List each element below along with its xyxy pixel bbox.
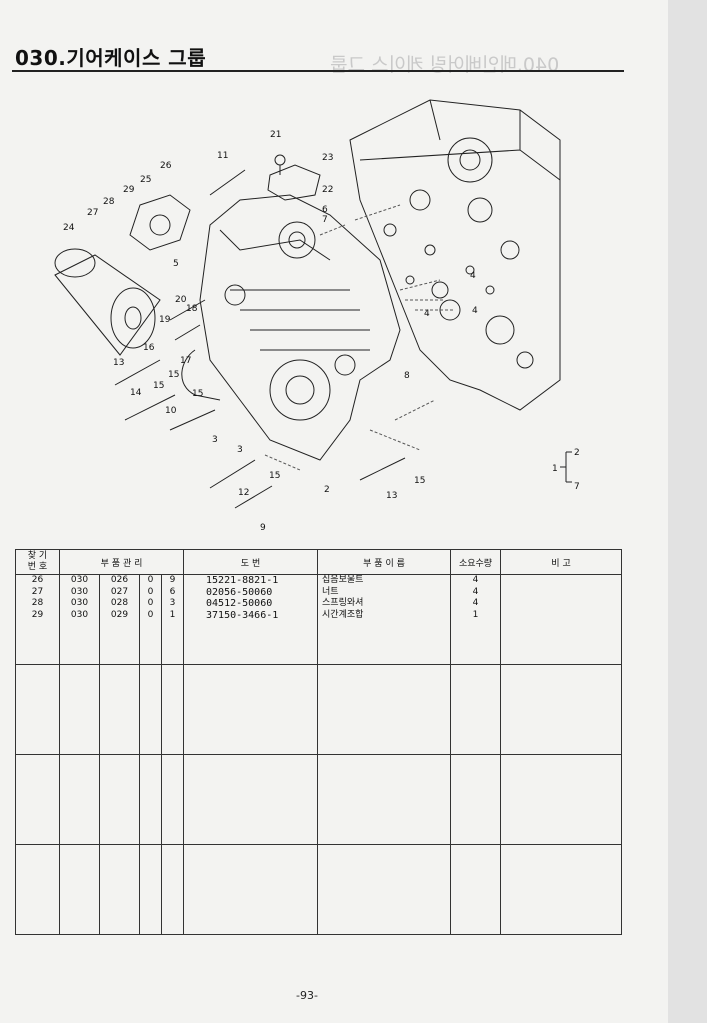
row-28-no: 28 [31, 598, 44, 608]
callout-1: 1 [552, 464, 558, 474]
row-26-c2: 026 [110, 575, 129, 585]
row-26-c1: 030 [70, 575, 89, 585]
row-29-no: 29 [31, 609, 44, 620]
table-row: 26 27 28 29 030 030 030 030 026 027 028 … [15, 574, 623, 665]
row-29-c4: 1 [169, 609, 176, 620]
header-remarks: 비 고 [500, 549, 623, 575]
callout-12: 12 [238, 488, 249, 498]
header-part-name: 부 품 이 름 [317, 549, 452, 575]
row-26-c3: 0 [147, 575, 154, 585]
row-29-part-no: 37150-3466-1 [206, 609, 279, 621]
callout-4b: 4 [424, 309, 430, 319]
page-edge-strip [668, 0, 707, 1023]
row-28-c4: 3 [169, 598, 176, 608]
row-27-c1: 030 [70, 586, 89, 597]
page-title: 030.기어케이스 그룹 [15, 46, 207, 70]
table-row-empty [15, 754, 623, 845]
row-29-c1: 030 [70, 609, 89, 620]
callout-23: 23 [322, 153, 333, 163]
callout-22: 22 [322, 185, 333, 195]
callout-15e: 15 [414, 476, 425, 486]
callout-2-range: 2 [574, 448, 580, 458]
governor-cover [129, 194, 191, 251]
callout-5: 5 [173, 259, 179, 269]
callout-15c: 15 [192, 389, 203, 399]
callout-13a: 13 [113, 358, 124, 368]
callout-24: 24 [63, 223, 75, 233]
gear-case [199, 194, 401, 461]
row-29-c3: 0 [147, 609, 154, 620]
table-row-empty [15, 844, 623, 935]
row-28-name: 스프링와셔 [322, 598, 364, 608]
callout-20: 20 [175, 295, 187, 305]
header-parts-mgmt: 부 품 관 리 [58, 549, 185, 575]
row-27-qty: 4 [472, 586, 479, 597]
callout-19: 19 [159, 315, 171, 325]
bleed-through-title: 040.메인베어링 케이스 그룹 [330, 54, 560, 76]
row-27-c3: 0 [147, 586, 154, 597]
callout-8: 8 [404, 371, 410, 381]
callout-3a: 3 [212, 435, 218, 445]
row-29-qty: 1 [472, 609, 479, 620]
callout-27: 27 [87, 208, 98, 218]
row-27-no: 27 [31, 586, 44, 597]
row-26-qty: 4 [472, 575, 479, 585]
callout-29: 29 [123, 185, 135, 195]
row-remarks [500, 574, 623, 665]
row-29-name: 시간계조합 [322, 609, 364, 620]
row-26-c4: 9 [169, 575, 176, 585]
callout-11: 11 [217, 151, 228, 161]
callout-18: 18 [186, 304, 198, 314]
row-26-part-no: 15221-8821-1 [206, 575, 279, 586]
callout-21: 21 [270, 130, 281, 140]
row-28-c2: 028 [110, 598, 129, 608]
row-29-c2: 029 [110, 609, 129, 620]
row-26-no: 26 [31, 575, 44, 585]
header-qty: 소요수량 [450, 549, 502, 575]
callout-15a: 15 [168, 370, 179, 380]
row-28-c3: 0 [147, 598, 154, 608]
row-27-c4: 6 [169, 586, 176, 597]
page-number: -93- [296, 989, 318, 1002]
row-28-part-no: 04512-50060 [206, 598, 273, 609]
callout-2: 2 [324, 485, 330, 495]
callout-10: 10 [165, 406, 177, 416]
table-row-empty [15, 664, 623, 755]
parts-list-table: 찾 기 번 호 부 품 관 리 도 번 부 품 이 름 소요수량 비 고 26 … [15, 549, 623, 935]
callout-6: 6 [322, 205, 328, 215]
callout-3b: 3 [237, 445, 243, 455]
callout-14: 14 [130, 388, 142, 398]
callout-7-range: 7 [574, 482, 580, 492]
callout-4a: 4 [470, 271, 476, 281]
row-27-c2: 027 [110, 586, 129, 597]
row-28-qty: 4 [472, 598, 479, 608]
title-underline [12, 70, 624, 72]
callout-16: 16 [143, 343, 155, 353]
top-cover-plate [267, 164, 321, 201]
row-26-name: 십음보울트 [322, 575, 364, 585]
callout-15d: 15 [269, 471, 280, 481]
callout-25: 25 [140, 175, 151, 185]
callout-4c: 4 [472, 306, 478, 316]
header-part-no: 도 번 [183, 549, 319, 575]
callout-17: 17 [180, 356, 191, 366]
engine-block [349, 99, 561, 411]
header-find-no: 찾 기 번 호 [15, 549, 60, 575]
row-27-name: 너트 [322, 586, 339, 597]
oil-filter [54, 248, 161, 356]
callout-7: 7 [322, 215, 328, 225]
row-27-part-no: 02056-50060 [206, 586, 273, 598]
callout-26: 26 [160, 161, 172, 171]
row-28-c1: 030 [70, 598, 89, 608]
exploded-parts-diagram: 21 23 22 11 26 25 29 28 27 24 6 7 4 4 4 … [54, 99, 580, 533]
callout-13b: 13 [386, 491, 397, 501]
callout-15b: 15 [153, 381, 164, 391]
callout-9: 9 [260, 523, 266, 533]
callout-28: 28 [103, 197, 115, 207]
